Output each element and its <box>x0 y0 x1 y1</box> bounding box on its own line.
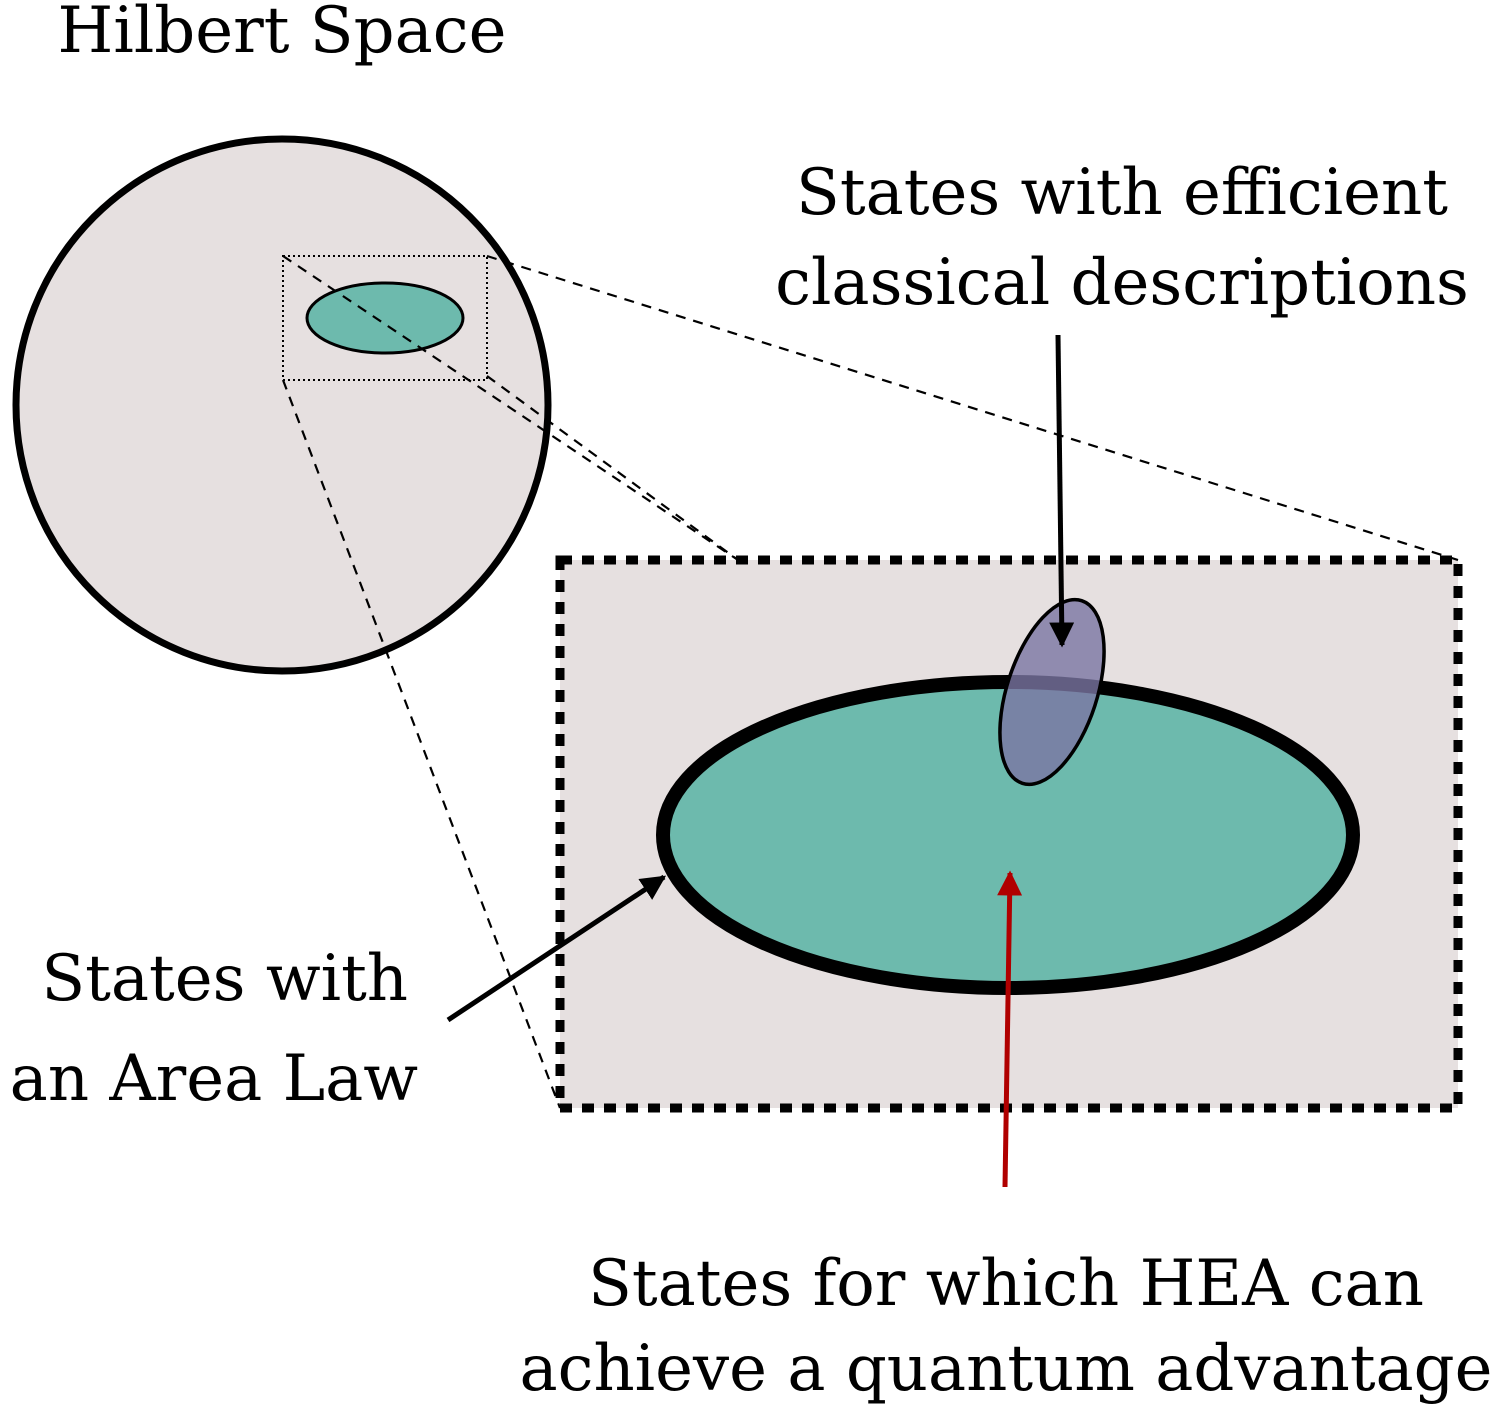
hilbert-space-circle <box>12 135 552 675</box>
efficient-label-line2: classical descriptions <box>775 246 1469 320</box>
hea-arrow <box>997 870 1023 1188</box>
diagram-title: Hilbert Space <box>58 0 507 68</box>
efficient-label-line1: States with efficient <box>796 156 1448 230</box>
area-law-arrow <box>446 874 667 1023</box>
hea-label-line2: achieve a quantum advantage <box>520 1332 1493 1406</box>
zoom-projection-lines <box>281 254 1459 1109</box>
area-law-region-small <box>305 281 465 355</box>
hea-label-line1: States for which HEA can <box>588 1247 1424 1321</box>
efficient-arrow <box>1049 334 1075 648</box>
efficient-classical-region <box>998 597 1106 787</box>
area-law-label-line2: an Area Law <box>10 1042 418 1116</box>
zoom-source-box <box>282 255 488 381</box>
area-law-label-line1: States with <box>41 942 408 1016</box>
